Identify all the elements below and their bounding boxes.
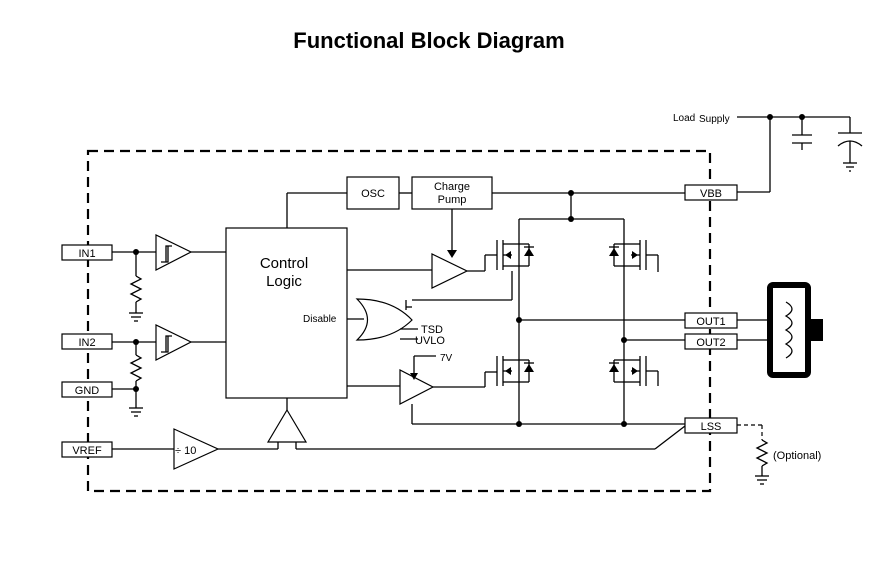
svg-text:VREF: VREF xyxy=(72,445,102,457)
pin-out2: OUT2 xyxy=(684,333,738,350)
low-side-driver: 7V xyxy=(347,353,486,405)
mosfet-icon xyxy=(485,356,534,386)
svg-text:Pump: Pump xyxy=(438,194,467,206)
optional-label: (Optional) xyxy=(773,450,821,462)
svg-text:Control: Control xyxy=(260,255,308,272)
mosfet-icon xyxy=(609,240,659,272)
h-bridge xyxy=(411,238,685,427)
pin-lss: LSS xyxy=(684,417,738,434)
osc-block: OSC xyxy=(346,176,400,210)
pin-in2: IN2 xyxy=(61,333,113,350)
schmitt-buffer-in2 xyxy=(155,324,226,361)
pin-vbb: VBB xyxy=(684,184,738,201)
uvlo-label: UVLO xyxy=(415,335,445,347)
high-side-driver xyxy=(347,253,486,289)
control-logic-block: Control Logic xyxy=(225,227,348,399)
capacitor-icon xyxy=(792,117,812,150)
disable-label: Disable xyxy=(303,314,337,325)
load-supply-label-supply: Supply xyxy=(699,114,730,125)
mosfet-icon xyxy=(609,356,659,386)
vref-path: ÷ 10 xyxy=(112,398,686,470)
svg-text:GND: GND xyxy=(75,385,100,397)
diagram-title: Functional Block Diagram xyxy=(293,28,565,53)
svg-text:OUT1: OUT1 xyxy=(696,316,725,328)
charge-pump-block: Charge Pump xyxy=(411,176,493,210)
svg-text:VBB: VBB xyxy=(700,188,722,200)
polarized-capacitor-icon xyxy=(837,117,863,160)
seven-volt-label: 7V xyxy=(440,353,453,364)
svg-text:÷ 10: ÷ 10 xyxy=(175,445,196,457)
schmitt-buffer-in1 xyxy=(155,234,226,271)
svg-text:Logic: Logic xyxy=(266,273,302,290)
svg-text:OUT2: OUT2 xyxy=(696,337,725,349)
pin-vref: VREF xyxy=(61,441,113,458)
mosfet-icon xyxy=(485,240,534,270)
svg-text:OSC: OSC xyxy=(361,188,385,200)
svg-text:Charge: Charge xyxy=(434,181,470,193)
pin-gnd: GND xyxy=(61,381,113,398)
lss-optional-network: (Optional) xyxy=(737,424,821,485)
svg-text:IN2: IN2 xyxy=(78,337,95,349)
or-gate-disable: Disable TSD UVLO xyxy=(303,298,512,347)
load-supply-label-load: Load xyxy=(673,113,695,124)
motor-icon xyxy=(737,282,823,378)
ground-icon xyxy=(843,160,857,172)
svg-text:IN1: IN1 xyxy=(78,248,95,260)
tsd-label: TSD xyxy=(421,324,443,336)
load-supply-network: Load Supply xyxy=(673,113,863,193)
pin-out1: OUT1 xyxy=(684,312,738,329)
top-rail-wiring xyxy=(286,190,685,258)
svg-text:LSS: LSS xyxy=(701,421,722,433)
input-wiring xyxy=(112,249,156,417)
pin-in1: IN1 xyxy=(61,244,113,261)
